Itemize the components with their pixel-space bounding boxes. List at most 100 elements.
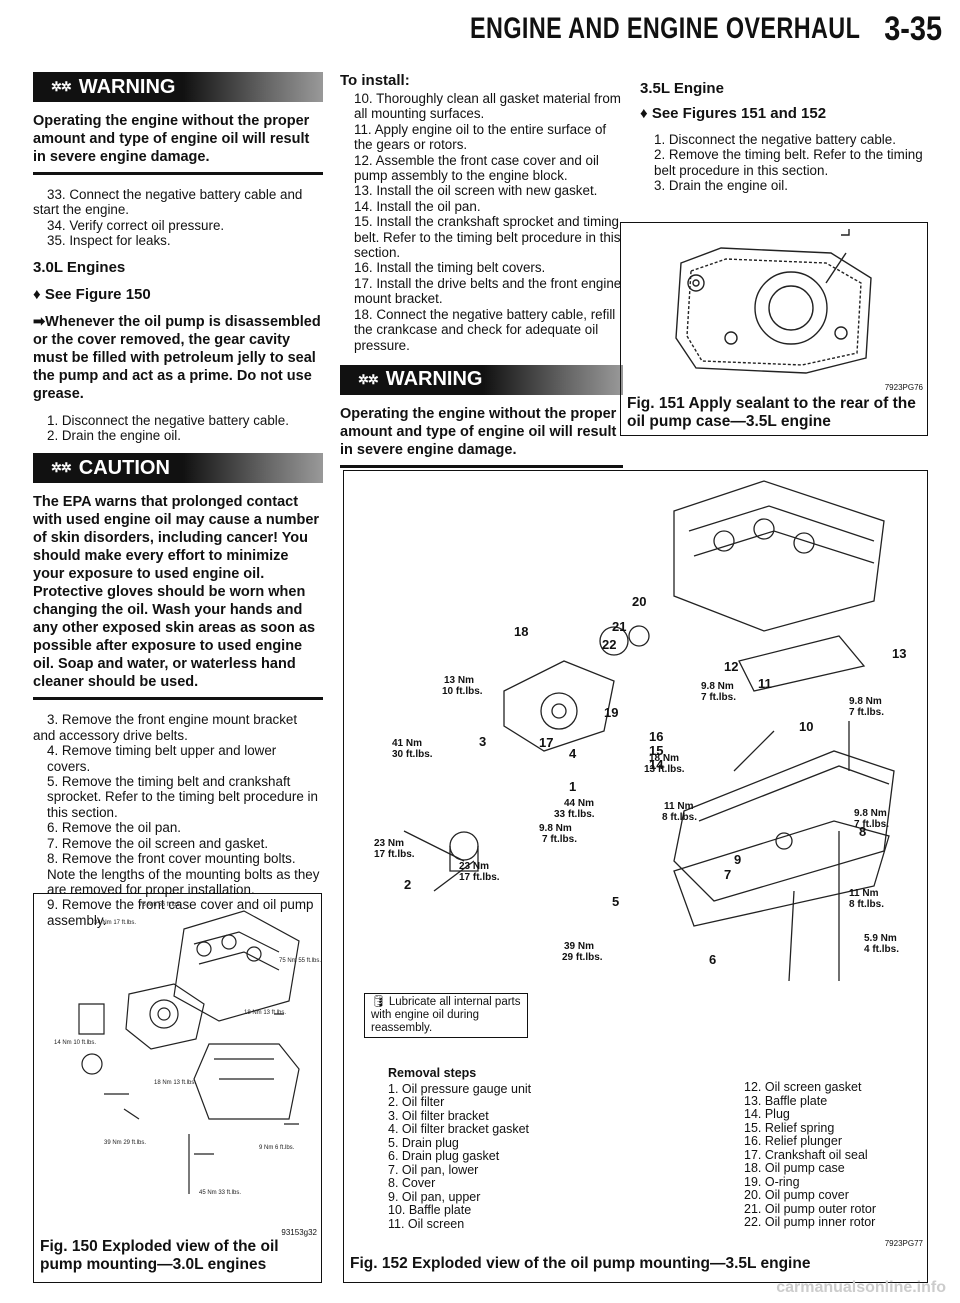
svg-text:9.8 Nm: 9.8 Nm [854, 808, 887, 819]
heading-30l: 3.0L Engines [33, 258, 126, 276]
caution-icon: ✲✲ [51, 460, 72, 476]
warning-banner-2: ✲✲ WARNING [340, 364, 623, 395]
removal-step: 3. Oil filter bracket [388, 1108, 489, 1123]
step: 10. Thoroughly clean all gasket material… [354, 91, 621, 122]
figure-151: 7923PG76 Fig. 151 Apply sealant to the r… [620, 222, 928, 436]
step: 34. Verify correct oil pressure. [47, 217, 225, 233]
svg-text:11: 11 [758, 676, 772, 691]
svg-text:11 Nm: 11 Nm [849, 888, 879, 899]
svg-text:21: 21 [612, 619, 626, 634]
figure-caption: Fig. 150 Exploded view of the oil pump m… [40, 1238, 279, 1273]
svg-text:13 Nm: 13 Nm [444, 675, 474, 686]
watermark: carmanualsonline.info [776, 1279, 946, 1296]
svg-text:17 ft.lbs.: 17 ft.lbs. [459, 872, 500, 883]
figure-caption: Fig. 151 Apply sealant to the rear of th… [627, 395, 916, 430]
svg-text:4: 4 [569, 746, 577, 761]
svg-text:12: 12 [724, 659, 738, 674]
section-title: ENGINE AND ENGINE OVERHAUL [469, 12, 860, 45]
page-header: ENGINE AND ENGINE OVERHAUL 3-35 [0, 0, 960, 58]
svg-text:23 Nm: 23 Nm [374, 838, 404, 849]
svg-text:15: 15 [649, 743, 663, 758]
column-middle: To install: 10. Thoroughly clean all gas… [340, 72, 623, 480]
svg-text:9.8 Nm: 9.8 Nm [849, 696, 882, 707]
svg-text:20: 20 [632, 594, 646, 609]
figure-code: 7923PG76 [884, 383, 923, 392]
step: 2. Remove the timing belt. Refer to the … [654, 147, 923, 178]
svg-text:11 Nm: 11 Nm [664, 801, 694, 812]
removal-step: 4. Oil filter bracket gasket [388, 1122, 530, 1136]
divider [340, 464, 623, 468]
svg-text:2: 2 [404, 877, 411, 892]
removal-step: 15. Relief spring [744, 1120, 835, 1135]
svg-text:3: 3 [479, 734, 486, 749]
removal-step: 2. Oil filter [388, 1095, 445, 1109]
step: 4. Remove timing belt upper and lower co… [47, 743, 277, 774]
removal-step: 7. Oil pan, lower [388, 1162, 479, 1177]
removal-step: 6. Drain plug gasket [388, 1149, 500, 1163]
svg-text:14 Nm 10 ft.lbs.: 14 Nm 10 ft.lbs. [54, 1040, 96, 1046]
removal-step: 12. Oil screen gasket [744, 1080, 862, 1094]
step: 1. Disconnect the negative battery cable… [654, 132, 896, 147]
step: 13. Install the oil screen with new gask… [354, 183, 598, 199]
svg-text:18 Nm 13 ft.lbs.: 18 Nm 13 ft.lbs. [154, 1080, 196, 1086]
note: ➡Whenever the oil pump is disassembled o… [33, 313, 321, 402]
svg-text:39 Nm: 39 Nm [564, 941, 594, 952]
column-right: 3.5L Engine ♦ See Figures 151 and 152 1.… [640, 72, 930, 194]
svg-text:18 Nm: 18 Nm [649, 753, 679, 764]
svg-text:13 ft.lbs.: 13 ft.lbs. [644, 764, 685, 775]
figure-caption: Fig. 152 Exploded view of the oil pump m… [350, 1255, 811, 1272]
removal-step: 19. O-ring [744, 1174, 800, 1189]
removal-step: 5. Drain plug [388, 1135, 459, 1150]
svg-text:1: 1 [569, 779, 576, 794]
svg-text:17 ft.lbs.: 17 ft.lbs. [374, 849, 415, 860]
page-number: 3-35 [884, 10, 942, 48]
step: 18. Connect the negative battery cable, … [354, 306, 616, 353]
svg-text:39 Nm 29 ft.lbs.: 39 Nm 29 ft.lbs. [104, 1140, 146, 1146]
oil-can-icon: 🛢 [371, 996, 386, 1008]
svg-text:10 ft.lbs.: 10 ft.lbs. [442, 686, 483, 697]
svg-text:7: 7 [724, 867, 731, 882]
warning-icon: ✲✲ [51, 79, 72, 94]
svg-text:5: 5 [612, 894, 619, 909]
step: 2. Drain the engine oil. [47, 428, 181, 444]
svg-text:14: 14 [649, 757, 664, 772]
divider [33, 172, 323, 175]
svg-text:29 ft.lbs.: 29 ft.lbs. [562, 952, 603, 963]
figure-150: 75 Nm 55 ft.lbs. 34 Nm 17 ft.lbs. 75 Nm … [33, 893, 322, 1283]
oil-pump-case-sealant-diagram [675, 229, 872, 374]
removal-step: 9. Oil pan, upper [388, 1189, 481, 1204]
removal-step: 13. Baffle plate [744, 1093, 828, 1108]
removal-step: 16. Relief plunger [744, 1134, 842, 1148]
svg-text:17: 17 [539, 735, 553, 750]
svg-text:7 ft.lbs.: 7 ft.lbs. [849, 707, 884, 718]
oil-pump-exploded-diagram-30l: 75 Nm 55 ft.lbs. 34 Nm 17 ft.lbs. 75 Nm … [54, 902, 321, 1196]
svg-text:8 ft.lbs.: 8 ft.lbs. [662, 812, 697, 823]
step: 1. Disconnect the negative battery cable… [47, 412, 289, 428]
step: 33. Connect the negative battery cable a… [33, 187, 303, 218]
see-figure: ♦ See Figures 151 and 152 [640, 105, 827, 122]
figure-code: 7923PG77 [884, 1239, 923, 1248]
svg-text:75 Nm 55 ft.lbs.: 75 Nm 55 ft.lbs. [139, 902, 181, 908]
step: 7. Remove the oil screen and gasket. [47, 835, 269, 851]
svg-text:7 ft.lbs.: 7 ft.lbs. [542, 834, 577, 845]
removal-step: 18. Oil pump case [744, 1161, 845, 1175]
heading-35l: 3.5L Engine [640, 80, 724, 97]
svg-text:30 ft.lbs.: 30 ft.lbs. [392, 749, 433, 760]
svg-text:9: 9 [734, 852, 741, 867]
svg-text:18: 18 [514, 624, 528, 639]
svg-text:33 ft.lbs.: 33 ft.lbs. [554, 809, 595, 820]
see-figure: ♦ See Figure 150 [33, 285, 151, 303]
figure-code: 93153g32 [281, 1228, 317, 1237]
step: 35. Inspect for leaks. [47, 233, 171, 249]
removal-step: 21. Oil pump outer rotor [744, 1201, 877, 1216]
svg-text:75 Nm 55 ft.lbs.: 75 Nm 55 ft.lbs. [279, 958, 321, 964]
step: 5. Remove the timing belt and crankshaft… [47, 774, 318, 820]
warning-banner: ✲✲ WARNING [33, 72, 323, 102]
svg-text:7 ft.lbs.: 7 ft.lbs. [701, 692, 736, 703]
step: 14. Install the oil pan. [354, 198, 481, 214]
removal-steps-right: 12. Oil screen gasket 13. Baffle plate 1… [744, 1080, 924, 1230]
svg-text:18 Nm 13 ft.lbs.: 18 Nm 13 ft.lbs. [244, 1010, 286, 1016]
warning-text: Operating the engine without the proper … [33, 113, 310, 165]
removal-step: 8. Cover [388, 1176, 436, 1190]
